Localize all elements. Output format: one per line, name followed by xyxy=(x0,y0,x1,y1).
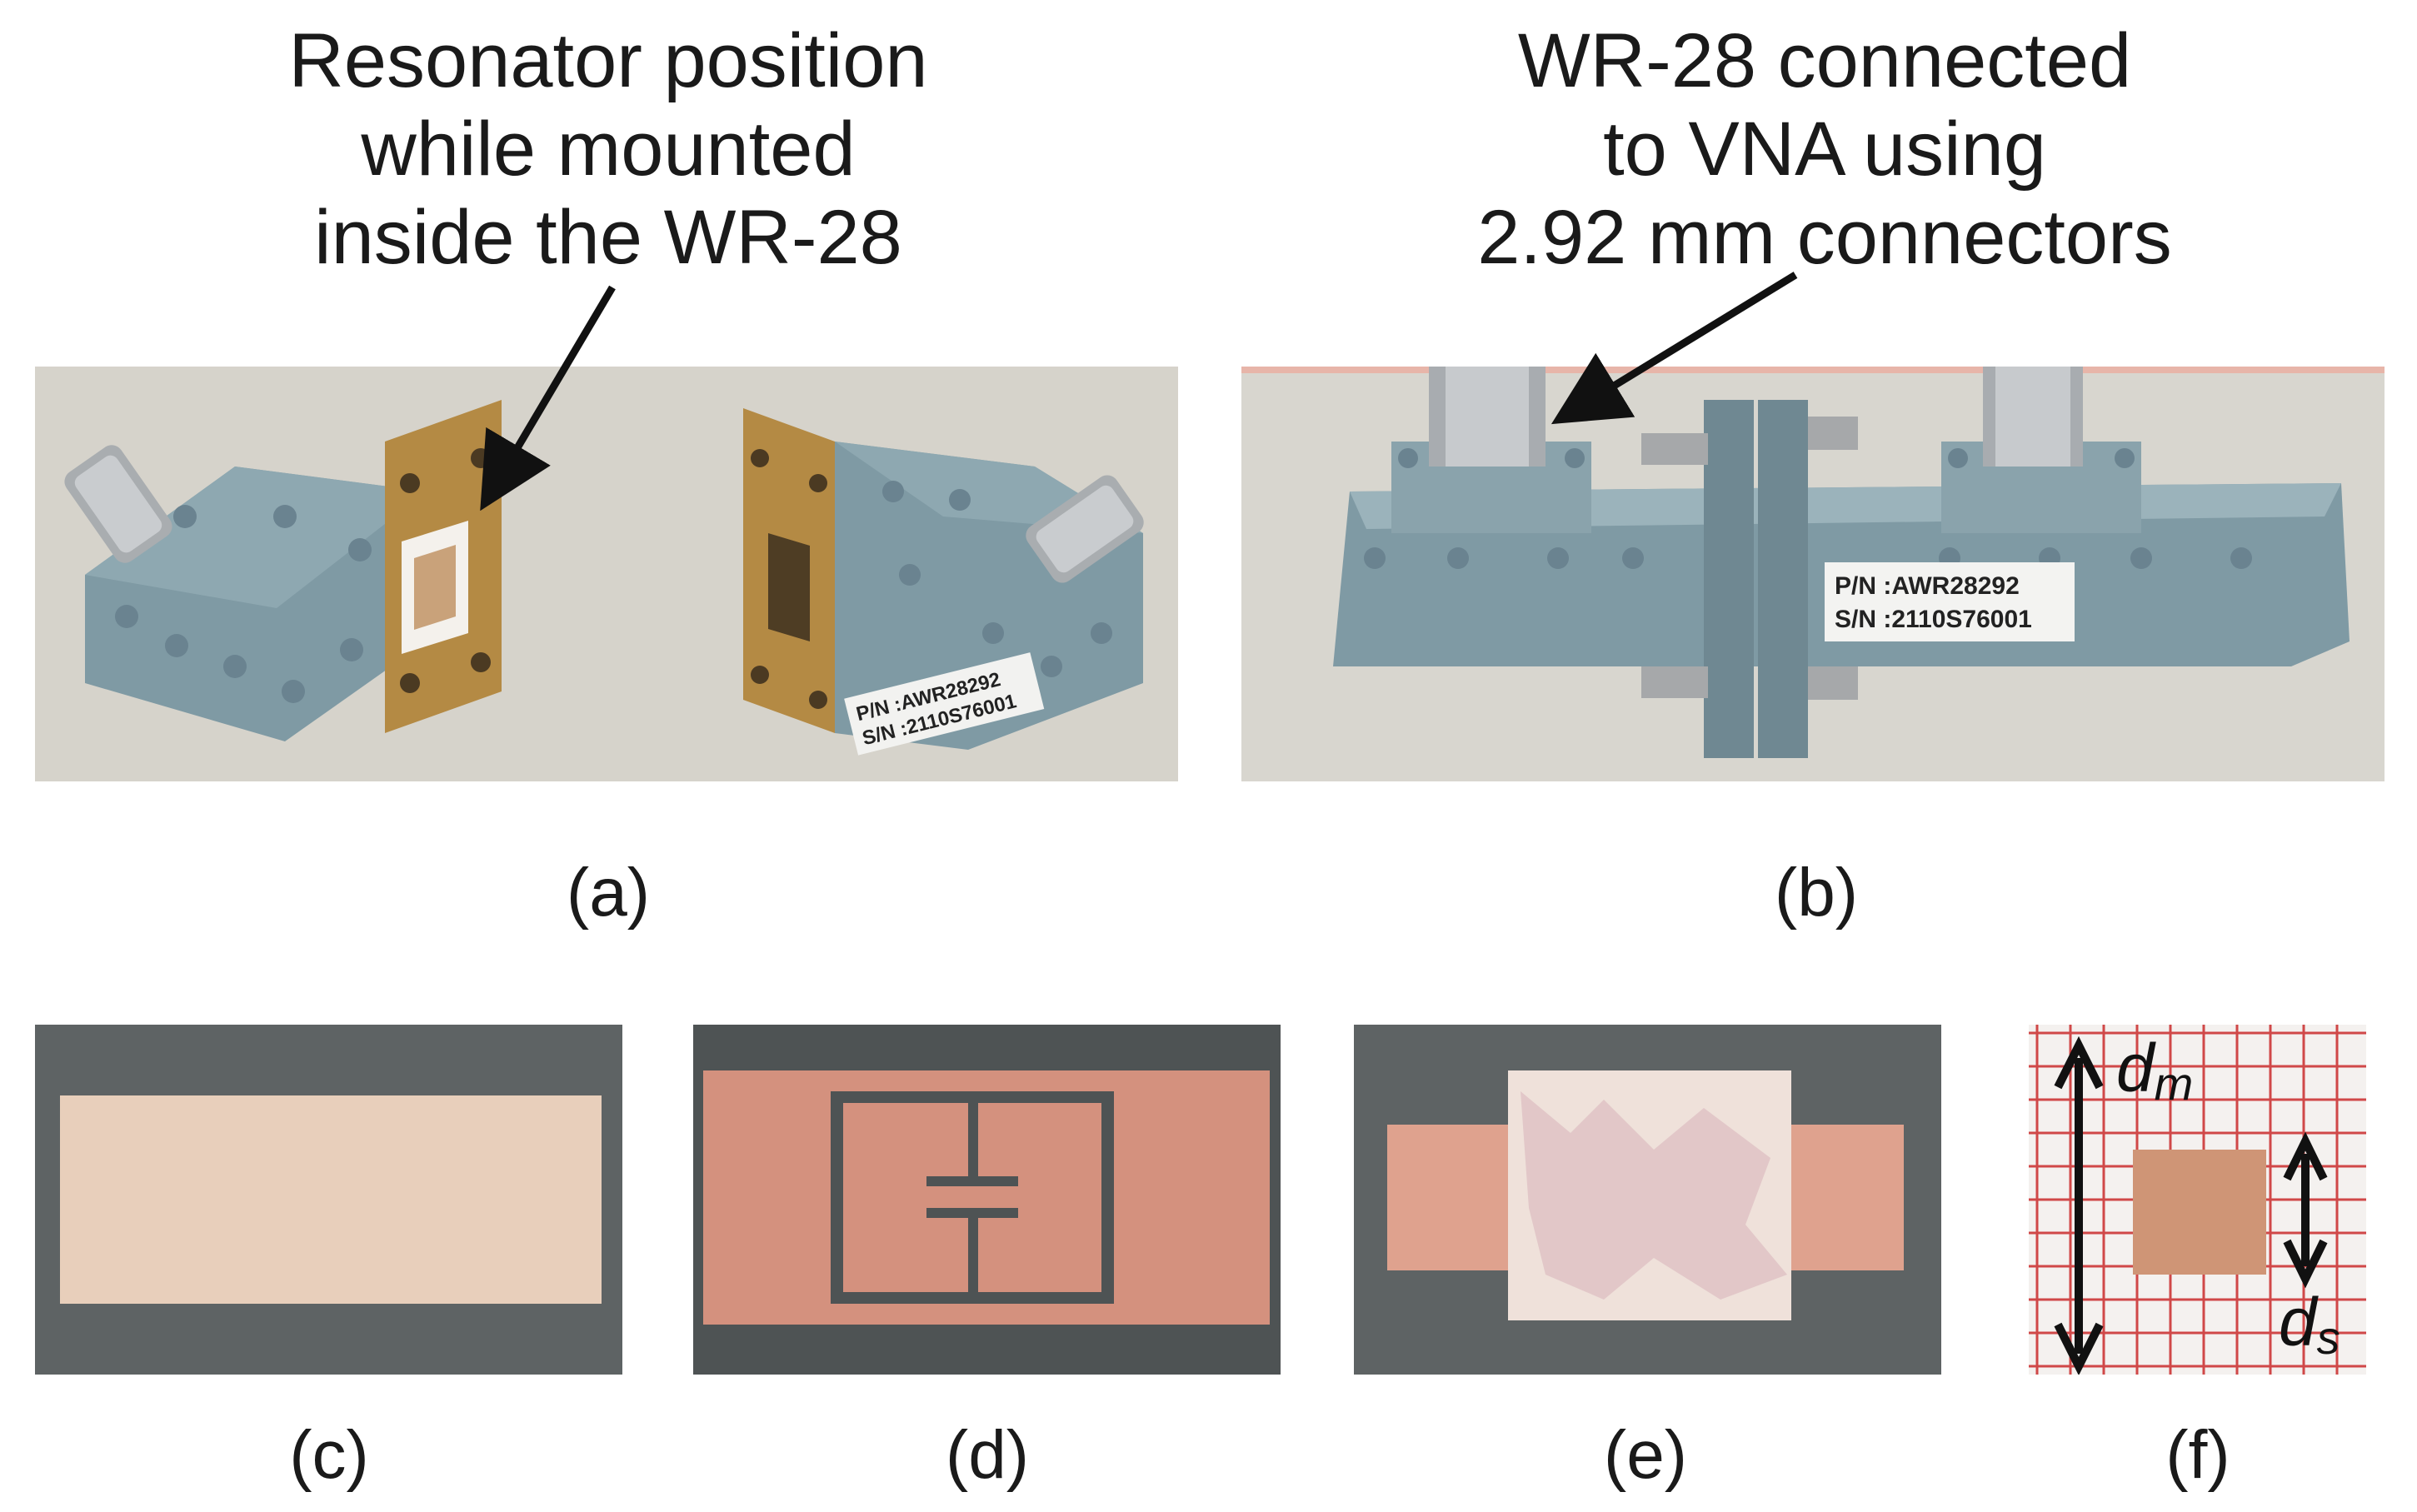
vna-connector-right-icon xyxy=(1983,367,2083,467)
panel-a-caption: Resonator position while mounted inside … xyxy=(288,18,928,280)
panel-b-sn-text: S/N :2110S76001 xyxy=(1835,606,2032,633)
vna-connector-left-icon xyxy=(1429,367,1546,467)
dim-ds-sub: s xyxy=(2317,1311,2340,1364)
dim-ds-text: ds xyxy=(2279,1285,2340,1364)
panel-a-photo: P/N :AWR28292 S/N :2110S76001 xyxy=(35,367,1178,781)
panel-b-label: (b) xyxy=(1774,855,1859,931)
panel-e-label: (e) xyxy=(1603,1417,1688,1493)
panel-f-photo: dm ds xyxy=(2029,1025,2366,1375)
panel-d-photo xyxy=(693,1025,1281,1375)
dim-dm-sub: m xyxy=(2155,1057,2194,1110)
left-connector-icon xyxy=(64,445,172,563)
panel-c-photo xyxy=(35,1025,622,1375)
panel-d-label: (d) xyxy=(945,1417,1030,1493)
panel-b-caption: WR-28 connected to VNA using 2.92 mm con… xyxy=(1477,18,2172,280)
panel-a-label: (a) xyxy=(566,855,651,931)
panel-c-label: (c) xyxy=(289,1417,369,1493)
panel-b-pn-text: P/N :AWR28292 xyxy=(1835,572,2020,600)
dim-ds-base: d xyxy=(2279,1285,2319,1360)
dim-dm-text: dm xyxy=(2116,1030,2193,1110)
right-connector-icon xyxy=(1026,475,1144,583)
panel-e-photo xyxy=(1354,1025,1941,1375)
dim-dm-base: d xyxy=(2116,1030,2156,1106)
panel-b-photo: P/N :AWR28292 S/N :2110S76001 xyxy=(1241,367,2385,781)
panel-f-label: (f) xyxy=(2165,1417,2230,1493)
